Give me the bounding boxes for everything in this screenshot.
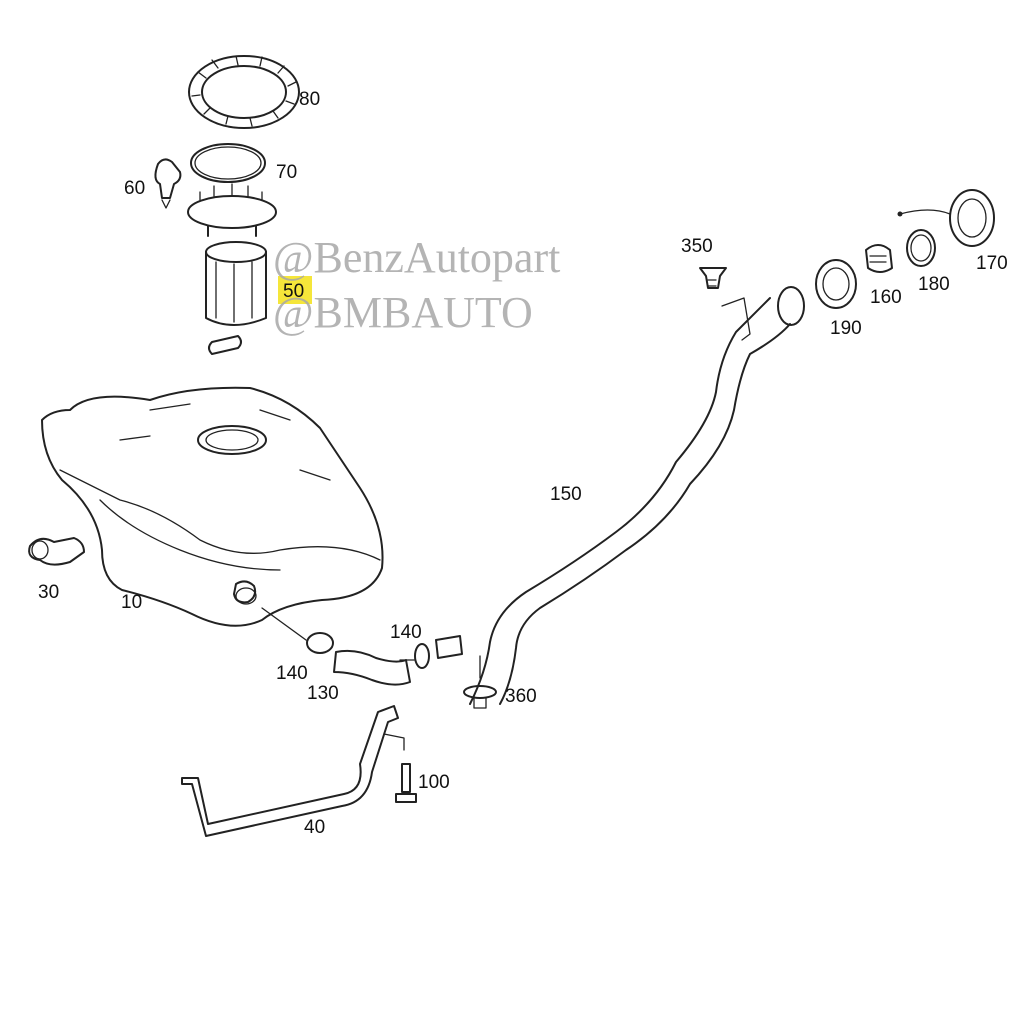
label-80: 80 — [299, 89, 320, 110]
label-10: 10 — [121, 592, 142, 613]
label-100: 100 — [418, 772, 450, 793]
part-350-clip — [699, 267, 727, 289]
label-350: 350 — [681, 236, 713, 257]
part-150-filler-neck — [435, 286, 805, 705]
part-40-strap — [181, 705, 399, 837]
part-70-seal-ring — [190, 143, 266, 183]
part-60-sensor — [154, 158, 182, 209]
leader-lines — [261, 607, 415, 661]
part-160-adapter — [865, 244, 893, 273]
label-190: 190 — [830, 318, 862, 339]
part-180-seal — [906, 229, 936, 267]
label-60: 60 — [124, 178, 145, 199]
part-10-fuel-tank — [41, 386, 384, 627]
label-140-b: 140 — [276, 663, 308, 684]
part-360-clip — [463, 655, 497, 709]
part-140-clamp-b — [414, 643, 430, 669]
part-100-bolt — [383, 733, 417, 803]
watermark-benzautopart: @BenzAutopart — [273, 233, 560, 282]
label-50-highlight — [278, 276, 312, 304]
watermark-bmbauto: @BMBAUTO — [273, 288, 533, 337]
part-50-fuel-pump — [187, 183, 277, 355]
part-30-valve — [28, 537, 85, 566]
label-40: 40 — [304, 817, 325, 838]
label-360: 360 — [505, 686, 537, 707]
label-170: 170 — [976, 253, 1008, 274]
label-160: 160 — [870, 287, 902, 308]
label-70: 70 — [276, 162, 297, 183]
part-170-fuel-cap — [897, 189, 995, 247]
label-180: 180 — [918, 274, 950, 295]
label-50: 50 — [283, 281, 304, 302]
label-30: 30 — [38, 582, 59, 603]
label-130: 130 — [307, 683, 339, 704]
part-130-hose — [333, 649, 411, 686]
part-80-lock-ring — [188, 55, 300, 129]
part-140-clamp-a — [306, 632, 334, 654]
part-190-seal-ring — [815, 259, 857, 309]
label-150: 150 — [550, 484, 582, 505]
label-140-a: 140 — [390, 622, 422, 643]
